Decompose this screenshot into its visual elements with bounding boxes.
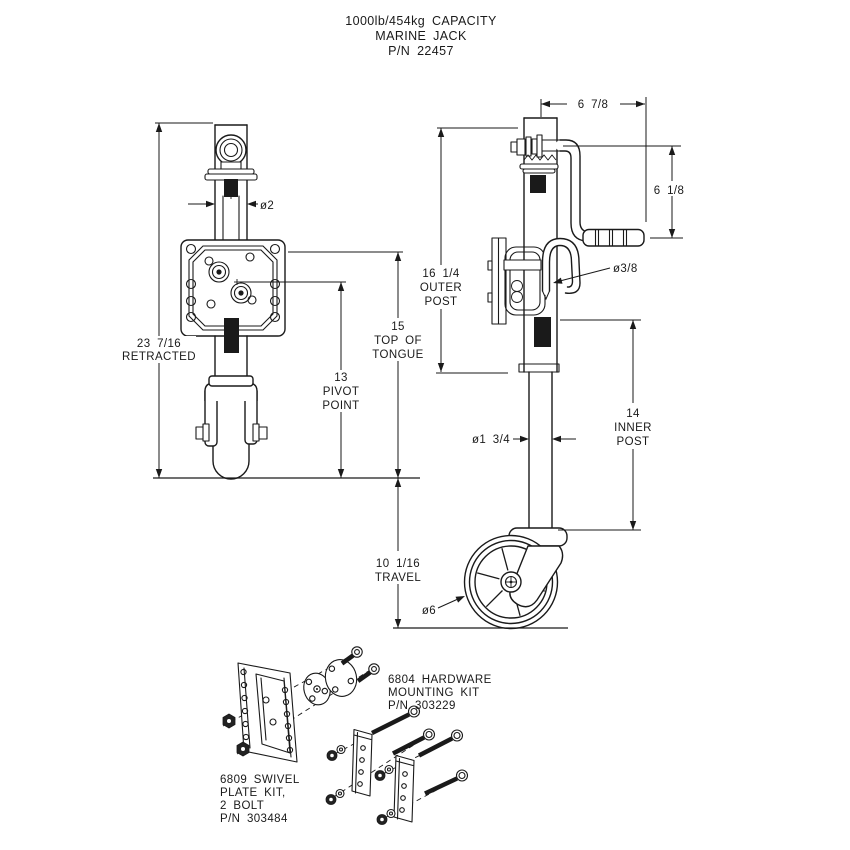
handle-grip [582, 228, 645, 247]
stamp-mark [224, 186, 238, 199]
dim-outer-post-label-2: POST [425, 296, 458, 308]
dim-pin-dia: ø3/8 [613, 263, 638, 275]
post-flare [518, 363, 560, 373]
dim-tongue-value: 15 [391, 321, 405, 333]
dim-inner-post-value: 14 [626, 408, 640, 420]
dim-travel-value: 10 1/16 [376, 558, 420, 570]
exploded-view [222, 646, 469, 825]
crank-axle [510, 134, 562, 193]
dim-travel-label: TRAVEL [375, 572, 421, 584]
hardware-kit-label-1: 6804 HARDWARE [388, 674, 492, 686]
dim-inner-post-label-2: POST [617, 436, 650, 448]
crank-handle [555, 139, 645, 247]
swivel-kit-label-2: PLATE KIT, [220, 787, 286, 799]
title-capacity: 1000lb/454kg CAPACITY [345, 14, 497, 28]
washer-nut-pair [325, 788, 345, 805]
label-backgrounds [122, 95, 689, 584]
swivel-plate-front [180, 239, 286, 337]
long-bolt [417, 729, 464, 758]
long-bolt [391, 728, 436, 756]
dim-retracted-label: RETRACTED [122, 351, 196, 363]
long-bolt [370, 705, 421, 736]
short-bolt [356, 663, 380, 683]
dim-pivot-label-2: POINT [322, 400, 359, 412]
dim-retracted-value: 23 7/16 [137, 338, 181, 350]
plate-nuts [222, 713, 250, 757]
mount-plate-side [487, 237, 507, 325]
washer-nut-pair [376, 808, 396, 825]
dim-handle-drop: 6 1/8 [654, 185, 685, 197]
dim-outer-tube-dia: ø2 [260, 200, 274, 212]
dim-wheel-dia: ø6 [422, 605, 436, 617]
hardware-kit-label-3: P/N 303229 [388, 700, 456, 712]
long-bolt [424, 769, 469, 796]
channel-bracket [351, 728, 373, 797]
short-bolt [340, 646, 363, 666]
washer-nut-pair [374, 764, 394, 781]
dim-outer-post-label-1: OUTER [420, 282, 462, 294]
hardware-kit-label-2: MOUNTING KIT [388, 687, 480, 699]
dim-tongue-label-2: TONGUE [372, 349, 423, 361]
swivel-kit-label-3: 2 BOLT [220, 800, 264, 812]
dim-tongue-label-1: TOP OF [374, 335, 422, 347]
swivel-kit-label-4: P/N 303484 [220, 813, 288, 825]
pull-pin [541, 237, 581, 301]
swivel-eye [204, 134, 258, 181]
dim-inner-tube-dia: ø1 3/4 [472, 434, 510, 446]
annotations: 1000lb/454kg CAPACITY MARINE JACK P/N 22… [122, 14, 684, 825]
retracted-view [180, 124, 286, 480]
title-part-number: P/N 22457 [388, 44, 454, 58]
caster-wheel-front [195, 375, 268, 480]
dim-handle-reach: 6 7/8 [578, 99, 609, 111]
wheel-fork [509, 545, 564, 608]
dim-pivot-label-1: PIVOT [323, 386, 360, 398]
title-product: MARINE JACK [375, 29, 467, 43]
thread-section-right [534, 317, 551, 347]
dim-pivot-value: 13 [334, 372, 348, 384]
dim-outer-post-value: 16 1/4 [422, 268, 460, 280]
swivel-plate-iso [237, 662, 298, 763]
channel-bracket [393, 754, 415, 823]
swivel-latch-bracket [503, 246, 546, 316]
pivot-flange-large [324, 659, 358, 697]
thread-section-bottom-left [224, 318, 239, 353]
wheel-side [463, 534, 564, 630]
swivel-kit-label-1: 6809 SWIVEL [220, 774, 300, 786]
dim-inner-post-label-1: INNER [614, 422, 652, 434]
washer-nut-pair [326, 744, 346, 761]
